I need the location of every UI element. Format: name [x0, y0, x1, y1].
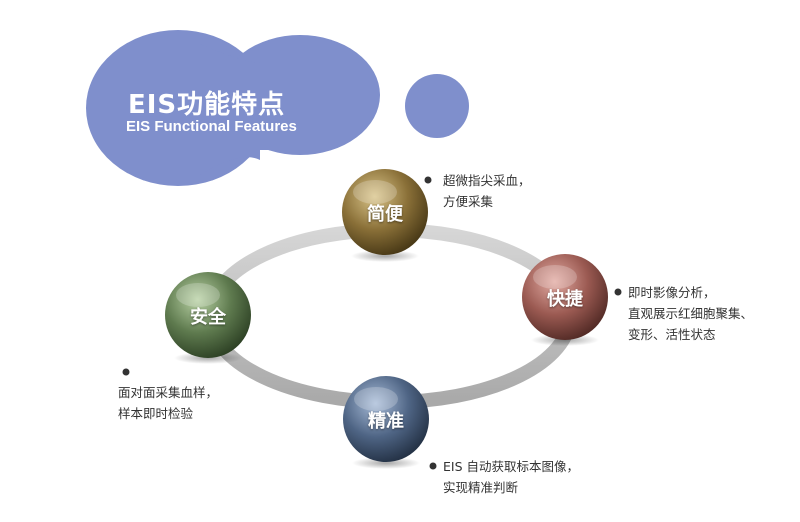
desc-line: 样本即时检验	[118, 406, 194, 421]
sphere-gloss	[353, 180, 397, 204]
sphere-simple	[342, 169, 428, 255]
page-subtitle: EIS Functional Features	[126, 118, 297, 135]
desc-line: 即时影像分析，	[628, 285, 716, 300]
sphere-fast	[522, 254, 608, 340]
title-blob	[86, 30, 380, 186]
feature-desc-safe: 面对面采集血样， 样本即时检验	[118, 382, 218, 424]
feature-label-accurate: 精准	[368, 411, 404, 432]
bullet-dot	[424, 176, 432, 184]
sphere-gloss	[176, 283, 220, 307]
bullet-dot	[429, 462, 437, 470]
feature-label-safe: 安全	[190, 307, 226, 328]
desc-line: 实现精准判断	[443, 480, 519, 495]
sphere-gloss	[533, 265, 577, 289]
desc-line: 变形、活性状态	[628, 327, 716, 342]
bullet-dot	[614, 288, 622, 296]
sphere-accurate	[343, 376, 429, 462]
desc-line: 直观展示红细胞聚集、	[628, 306, 754, 321]
sphere-gloss	[354, 387, 398, 411]
feature-desc-fast: 即时影像分析， 直观展示红细胞聚集、 变形、活性状态	[628, 282, 753, 345]
sphere-shadow	[351, 250, 419, 262]
desc-line: 面对面采集血样，	[118, 385, 219, 400]
decorative-circle	[405, 74, 469, 138]
desc-line: 超微指尖采血，	[443, 173, 531, 188]
sphere-shadow	[352, 457, 420, 469]
sphere-safe	[165, 272, 251, 358]
feature-label-fast: 快捷	[547, 289, 583, 310]
desc-line: EIS 自动获取标本图像，	[443, 459, 579, 474]
feature-desc-accurate: EIS 自动获取标本图像， 实现精准判断	[443, 456, 579, 498]
page-title: EIS功能特点	[128, 90, 286, 120]
feature-label-simple: 简便	[367, 204, 403, 225]
feature-desc-simple: 超微指尖采血， 方便采集	[443, 170, 531, 212]
desc-line: 方便采集	[443, 194, 494, 209]
bullet-dot	[122, 368, 130, 376]
